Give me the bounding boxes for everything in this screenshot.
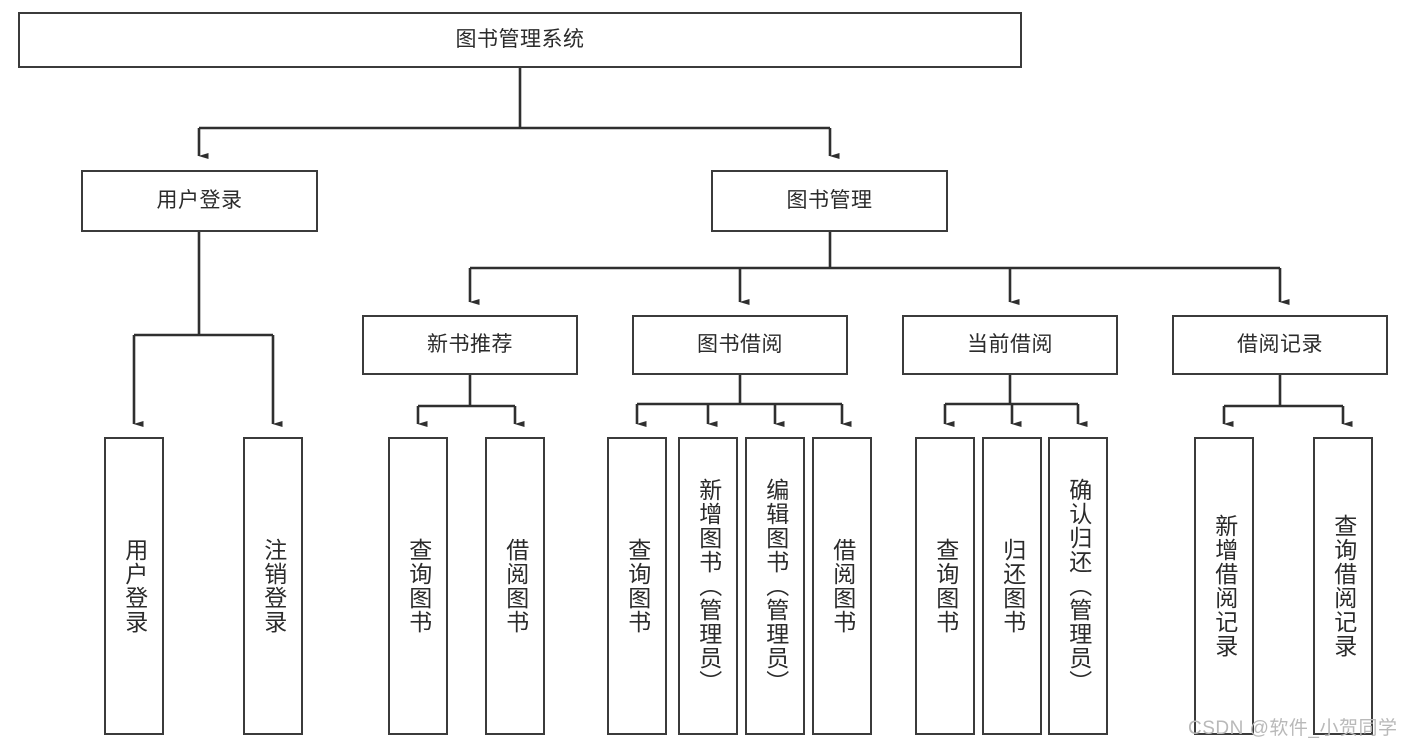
leaf-user-login-logout[interactable]: 注销登录	[243, 437, 303, 735]
leaf-borrow-record-add[interactable]: 新增借阅记录	[1194, 437, 1254, 735]
node-label: 新书推荐	[427, 333, 513, 357]
node-label: 用户登录	[156, 189, 243, 213]
leaf-book-borrow-add[interactable]: 新增图书（管理员）	[678, 437, 738, 735]
node-label: 查询借阅记录	[1330, 514, 1357, 658]
node-current-borrow[interactable]: 当前借阅	[902, 315, 1118, 375]
node-label: 新增图书（管理员）	[695, 478, 722, 694]
node-label: 查询图书	[624, 538, 651, 634]
node-label: 确认归还（管理员）	[1065, 478, 1092, 694]
leaf-book-borrow-borrow[interactable]: 借阅图书	[812, 437, 872, 735]
node-label: 借阅图书	[829, 538, 856, 634]
node-new-book-recommend[interactable]: 新书推荐	[362, 315, 578, 375]
leaf-new-book-borrow[interactable]: 借阅图书	[485, 437, 545, 735]
node-root-book-management-system[interactable]: 图书管理系统	[18, 12, 1022, 68]
node-user-login[interactable]: 用户登录	[81, 170, 318, 232]
node-label: 图书管理系统	[455, 28, 585, 52]
node-label: 查询图书	[932, 538, 959, 634]
node-label: 编辑图书（管理员）	[762, 478, 789, 694]
leaf-new-book-query[interactable]: 查询图书	[388, 437, 448, 735]
node-label: 借阅图书	[502, 538, 529, 634]
node-label: 用户登录	[121, 538, 148, 634]
leaf-current-borrow-return[interactable]: 归还图书	[982, 437, 1042, 735]
csdn-watermark: CSDN @软件_小贺同学	[1188, 718, 1398, 739]
node-label: 图书借阅	[697, 333, 783, 357]
node-label: 当前借阅	[967, 333, 1053, 357]
node-label: 新增借阅记录	[1211, 514, 1238, 658]
node-label: 查询图书	[405, 538, 432, 634]
node-label: 图书管理	[786, 189, 873, 213]
node-borrow-record[interactable]: 借阅记录	[1172, 315, 1388, 375]
leaf-user-login-login[interactable]: 用户登录	[104, 437, 164, 735]
leaf-book-borrow-edit[interactable]: 编辑图书（管理员）	[745, 437, 805, 735]
leaf-current-borrow-confirm-return[interactable]: 确认归还（管理员）	[1048, 437, 1108, 735]
node-book-borrow[interactable]: 图书借阅	[632, 315, 848, 375]
leaf-current-borrow-query[interactable]: 查询图书	[915, 437, 975, 735]
node-label: 归还图书	[999, 538, 1026, 634]
node-label: 注销登录	[260, 538, 287, 634]
leaf-borrow-record-query[interactable]: 查询借阅记录	[1313, 437, 1373, 735]
node-book-management[interactable]: 图书管理	[711, 170, 948, 232]
leaf-book-borrow-query[interactable]: 查询图书	[607, 437, 667, 735]
node-label: 借阅记录	[1237, 333, 1323, 357]
